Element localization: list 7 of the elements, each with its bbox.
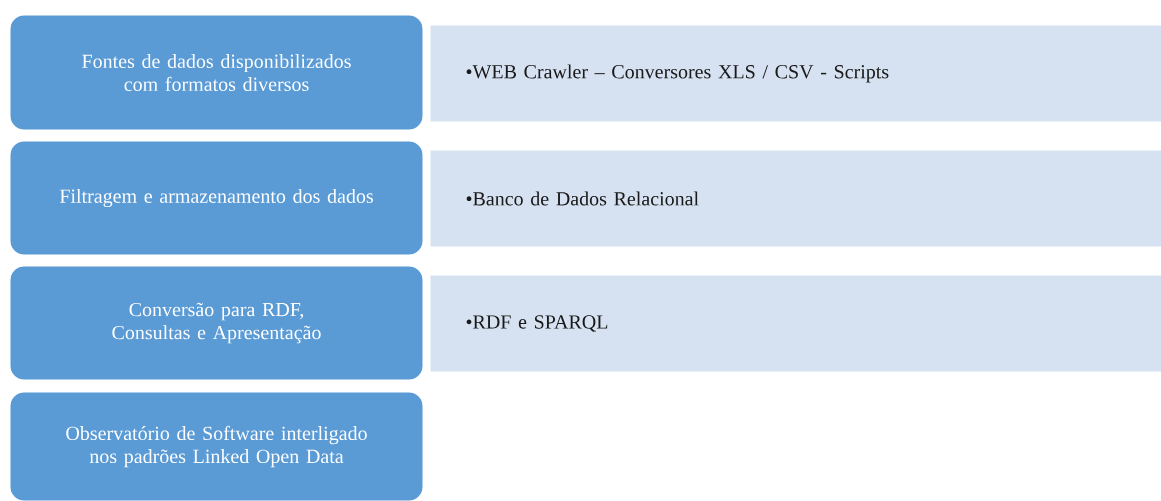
step-box: Filtragem e armazenamento dos dados xyxy=(9,140,424,256)
step-box: Fontes de dados disponibilizados com formatos diversos xyxy=(9,14,424,131)
step-box: Conversão para RDF, Consultas e Apresentação xyxy=(9,265,424,381)
detail-box: •WEB Crawler – Conversores XLS / CSV - Scripts xyxy=(429,24,1161,123)
detail-box: •Banco de Dados Relacional xyxy=(429,149,1161,248)
step-box: Observatório de Software interligado nos padrões Linked Open Data xyxy=(9,391,424,501)
detail-box: •RDF e SPARQL xyxy=(429,274,1161,373)
